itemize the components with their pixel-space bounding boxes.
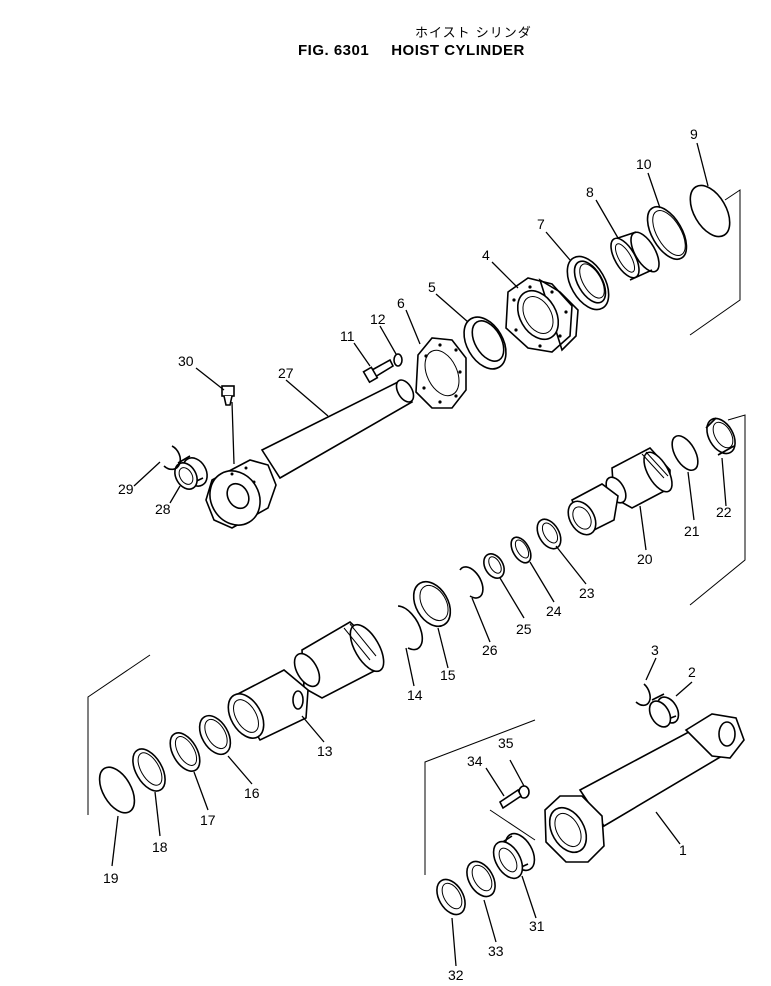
part-12-washer xyxy=(393,353,403,367)
callout-7: 7 xyxy=(537,216,545,232)
part-13-piston xyxy=(293,621,385,699)
part-10-ring xyxy=(646,205,688,261)
part-21-ring xyxy=(671,435,699,471)
callout-21: 21 xyxy=(684,523,700,539)
part-7-seal xyxy=(566,255,610,311)
callout-24: 24 xyxy=(546,603,562,619)
part-24-ring xyxy=(510,536,532,564)
callout-29: 29 xyxy=(118,481,134,497)
group-bracket-lower xyxy=(87,654,151,815)
callout-8: 8 xyxy=(586,184,594,200)
figure-title: FIG. 6301 HOIST CYLINDER xyxy=(298,42,547,59)
callout-2: 2 xyxy=(688,664,696,680)
callout-32: 32 xyxy=(448,967,464,983)
part-6-flange xyxy=(415,337,467,409)
callout-20: 20 xyxy=(637,551,653,567)
title-japanese: ホイスト シリンダ xyxy=(415,26,532,41)
callout-34: 34 xyxy=(467,753,483,769)
callout-18: 18 xyxy=(152,839,168,855)
callout-4: 4 xyxy=(482,247,490,263)
leader-lines xyxy=(111,142,727,967)
part-33-ring xyxy=(466,860,496,898)
callout-10: 10 xyxy=(636,156,652,172)
part-23-ring xyxy=(536,518,562,550)
part-20-piece xyxy=(567,483,619,536)
callout-labels: 9 10 8 7 4 5 6 12 11 27 30 29 28 22 21 2… xyxy=(103,126,732,983)
part-18-ring xyxy=(132,748,166,792)
part-14-ring xyxy=(397,605,424,651)
part-13-piece xyxy=(227,669,309,742)
callout-31: 31 xyxy=(529,918,545,934)
figure-number: FIG. 6301 xyxy=(298,42,370,59)
callout-15: 15 xyxy=(440,667,456,683)
part-2-bushing xyxy=(648,693,680,728)
part-31-gland xyxy=(492,832,536,880)
callout-17: 17 xyxy=(200,812,216,828)
figure-name: HOIST CYLINDER xyxy=(391,42,525,59)
callout-11: 11 xyxy=(340,328,355,344)
part-30-grease-fitting xyxy=(221,385,235,406)
callout-28: 28 xyxy=(155,501,171,517)
part-22-ring xyxy=(705,417,736,456)
callout-5: 5 xyxy=(428,279,436,295)
part-15-ring xyxy=(412,580,452,628)
callout-13: 13 xyxy=(317,743,333,759)
part-29-snap-ring xyxy=(163,445,182,471)
callout-35: 35 xyxy=(498,735,514,751)
part-3-snap-ring xyxy=(635,683,651,707)
callout-23: 23 xyxy=(579,585,595,601)
part-17-ring xyxy=(169,732,201,772)
callout-30: 30 xyxy=(178,353,194,369)
callout-19: 19 xyxy=(103,870,119,886)
callout-14: 14 xyxy=(407,687,423,703)
callout-27: 27 xyxy=(278,365,294,381)
part-32-ring xyxy=(436,878,466,916)
callout-22: 22 xyxy=(716,504,732,520)
part-5-seal xyxy=(463,316,507,370)
part-8-bushing xyxy=(610,231,660,281)
group-bracket-upper xyxy=(689,189,741,336)
part-19-ring xyxy=(98,766,136,814)
part-28-bushing xyxy=(174,455,208,490)
part-4-nut xyxy=(505,277,579,353)
group-bracket-head xyxy=(424,719,536,875)
callout-9: 9 xyxy=(690,126,698,142)
callout-25: 25 xyxy=(516,621,532,637)
part-26-ring xyxy=(459,566,484,599)
callout-33: 33 xyxy=(488,943,504,959)
group-bracket-middle xyxy=(689,414,746,606)
callout-1: 1 xyxy=(679,842,687,858)
part-11-bolt xyxy=(362,358,395,384)
callout-26: 26 xyxy=(482,642,498,658)
callout-12: 12 xyxy=(370,311,386,327)
part-34-screw xyxy=(498,788,523,810)
part-1-cylinder-tube xyxy=(544,713,745,863)
callout-3: 3 xyxy=(651,642,659,658)
part-25-ring xyxy=(483,553,505,579)
part-27-piston-rod xyxy=(205,379,415,529)
part-16-ring xyxy=(198,714,232,756)
callout-6: 6 xyxy=(397,295,405,311)
callout-16: 16 xyxy=(244,785,260,801)
part-9-ring xyxy=(689,184,731,238)
